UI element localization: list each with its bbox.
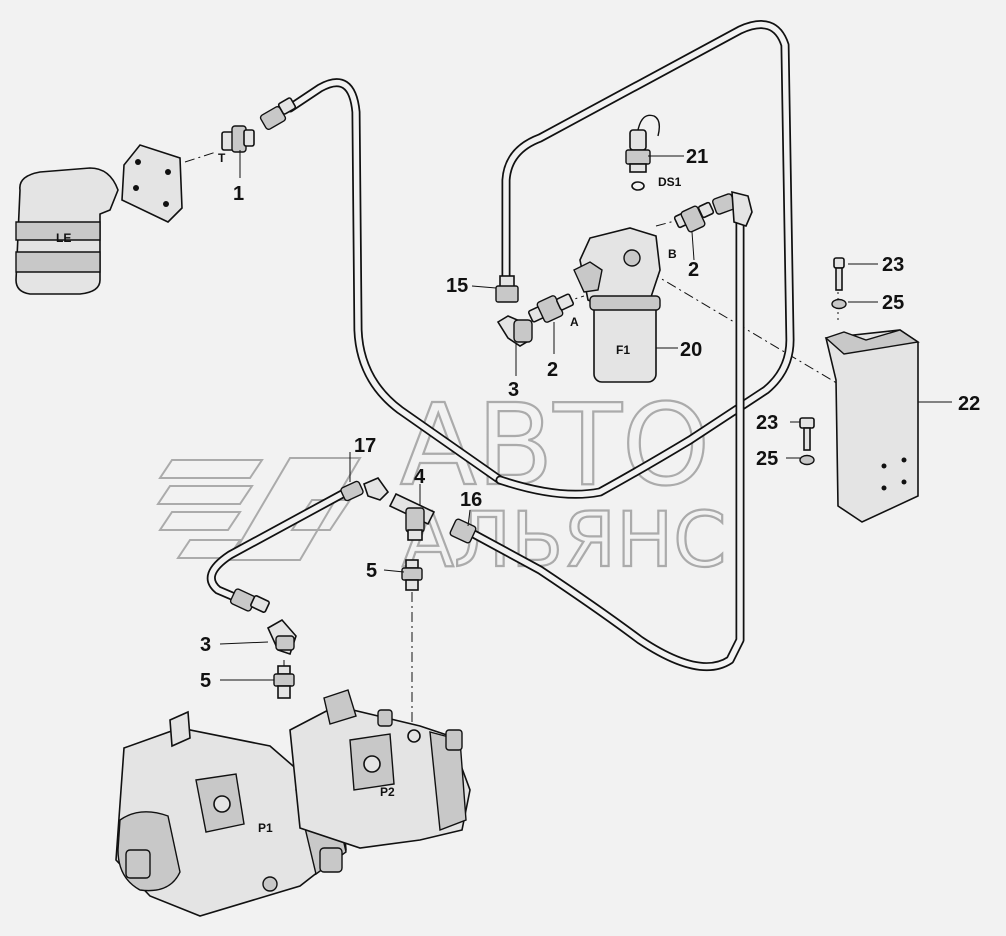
callout-16: 16 (460, 489, 482, 511)
callout-22: 22 (958, 393, 980, 415)
fitting-1: T (218, 125, 255, 165)
fitting-5-upper (401, 559, 423, 591)
elbow-3-upper (496, 315, 533, 347)
callout-23-mid: 23 (756, 412, 778, 434)
callout-21: 21 (686, 146, 708, 168)
callout-1: 1 (233, 183, 244, 205)
pump-p1: P1 (115, 710, 347, 917)
callout-5-upper: 5 (366, 560, 377, 582)
tag-b: B (668, 247, 677, 261)
callout-4: 4 (414, 466, 426, 488)
watermark-emblem (156, 457, 362, 561)
callout-2-a: 2 (547, 359, 558, 381)
tag-p2: P2 (380, 785, 395, 799)
callout-20: 20 (680, 339, 702, 361)
hose-top (285, 78, 505, 485)
washer-25-mid (799, 454, 815, 466)
watermark-line2: АЛЬЯНС (402, 495, 726, 584)
hose-17 (206, 487, 351, 607)
callout-15: 15 (446, 275, 468, 297)
tag-p1: P1 (258, 821, 273, 835)
callout-5-lower: 5 (200, 670, 211, 692)
tag-t: T (218, 151, 226, 165)
tank-le: LE (15, 167, 119, 295)
switch-21: DS1 (625, 114, 682, 191)
callout-17: 17 (354, 435, 376, 457)
tag-ds1: DS1 (658, 175, 682, 189)
bolt-23-top (833, 257, 845, 291)
fitting-2-a: A (527, 293, 579, 329)
fitting-5-lower (273, 665, 295, 699)
callout-3-lower: 3 (200, 634, 211, 656)
pump-p2: P2 (289, 689, 471, 849)
tee-4 (388, 492, 436, 541)
elbow-3-lower (266, 618, 297, 656)
tag-le: LE (56, 231, 71, 245)
bracket-22 (824, 329, 920, 523)
callout-25-mid: 25 (756, 448, 778, 470)
hose-16 (465, 215, 745, 672)
filter-20: F1 (573, 227, 661, 383)
tag-a: A (570, 315, 579, 329)
callout-2-b: 2 (688, 259, 699, 281)
callout-labels: 1 2 2 3 3 4 5 5 15 16 17 20 21 22 23 23 … (200, 146, 980, 692)
watermark-logo: АВТО АЛЬЯНС (156, 380, 727, 585)
flange-plate (121, 144, 183, 223)
elbow-right (712, 190, 753, 227)
hose-end-17-lower (229, 588, 270, 613)
hose-end-top (259, 97, 297, 131)
tag-f1: F1 (616, 343, 630, 357)
callout-25-top: 25 (882, 292, 904, 314)
leader-lines (219, 150, 952, 681)
bolt-23-mid (799, 417, 815, 451)
callout-23-top: 23 (882, 254, 904, 276)
fitting-2-b: B (668, 201, 715, 261)
callout-3-upper: 3 (508, 379, 519, 401)
hose-loop-15 (495, 20, 795, 499)
hose-end-15 (495, 275, 519, 303)
hose-end-16 (449, 518, 477, 544)
elbow-17 (340, 477, 390, 502)
washer-25-top (831, 298, 847, 310)
